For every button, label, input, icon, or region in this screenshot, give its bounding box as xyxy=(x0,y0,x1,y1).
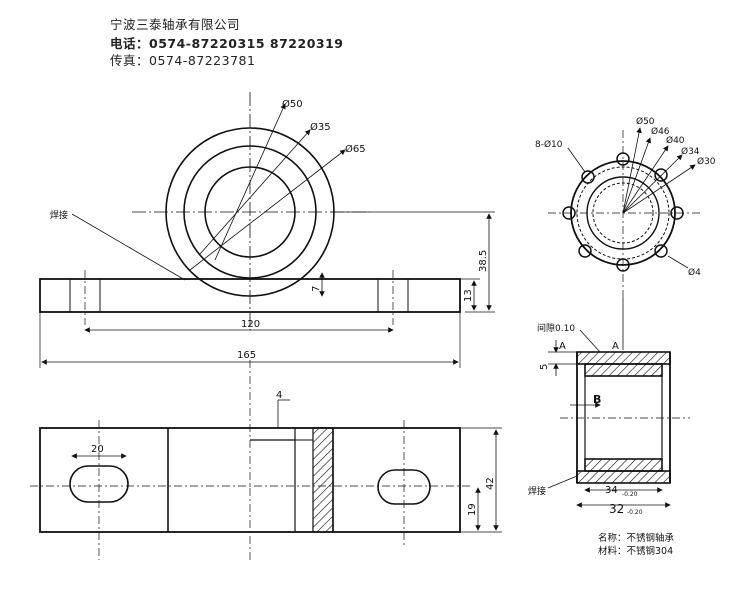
dim-7: 7 xyxy=(311,286,322,292)
weld-label-front: 焊接 xyxy=(50,209,68,221)
label-a-right: A xyxy=(612,341,619,352)
dim-19: 19 xyxy=(467,503,478,516)
dim-d65: Ø65 xyxy=(345,143,366,155)
dim-120: 120 xyxy=(241,319,260,330)
dim-32-tol: -0.20 xyxy=(627,509,643,516)
front-view-labels: Ø50 Ø35 Ø65 焊接 38.5 13 7 120 165 xyxy=(50,98,489,361)
dim-13: 13 xyxy=(463,289,474,302)
dim-34: 34 xyxy=(605,485,618,496)
dim-d35: Ø35 xyxy=(310,121,331,133)
hole xyxy=(654,244,668,258)
dim-42: 42 xyxy=(485,477,496,490)
dim-20: 20 xyxy=(91,444,104,455)
side-view xyxy=(548,127,700,350)
dim-4: 4 xyxy=(276,390,282,401)
dim-34-tol: -0.20 xyxy=(622,491,638,498)
label-8-holes: 8-Ø10 xyxy=(535,139,563,150)
phone-line: 电话：0574-87220315 87220319 xyxy=(110,36,344,51)
plan-view-labels: 20 4 42 19 xyxy=(91,390,496,516)
label-d50-side: Ø50 xyxy=(636,116,655,127)
label-d40: Ø40 xyxy=(666,135,685,146)
label-d30: Ø30 xyxy=(697,156,716,167)
company-name: 宁波三泰轴承有限公司 xyxy=(110,17,241,32)
hatched-wall xyxy=(312,427,334,533)
label-a-left: A xyxy=(559,341,566,352)
section-view xyxy=(547,329,690,508)
label-b: B xyxy=(593,393,601,406)
plan-view xyxy=(30,360,502,560)
part-name: 名称：不锈钢轴承 xyxy=(598,533,675,544)
side-view-labels: 8-Ø10 Ø50 Ø46 Ø40 Ø34 Ø30 Ø4 xyxy=(535,116,716,278)
fax-line: 传真：0574-87223781 xyxy=(110,53,256,68)
hole xyxy=(578,244,592,258)
section-view-labels: 间隙0.10 A A 5 B 焊接 34 -0.20 32 -0.20 xyxy=(528,322,643,516)
part-material: 材料：不锈钢304 xyxy=(598,546,674,557)
label-d46: Ø46 xyxy=(651,126,670,137)
label-d4: Ø4 xyxy=(688,267,701,278)
hole xyxy=(654,168,668,182)
hole xyxy=(581,170,595,184)
dim-32: 32 xyxy=(609,502,624,516)
weld-label-section: 焊接 xyxy=(528,485,546,497)
front-view xyxy=(39,92,495,368)
label-d34: Ø34 xyxy=(681,146,700,157)
dim-165: 165 xyxy=(237,350,256,361)
base-plate xyxy=(39,278,461,313)
dim-d50: Ø50 xyxy=(282,98,303,110)
label-5: 5 xyxy=(539,364,550,370)
label-clearance: 间隙0.10 xyxy=(537,322,575,334)
dim-38-5: 38.5 xyxy=(478,250,489,272)
